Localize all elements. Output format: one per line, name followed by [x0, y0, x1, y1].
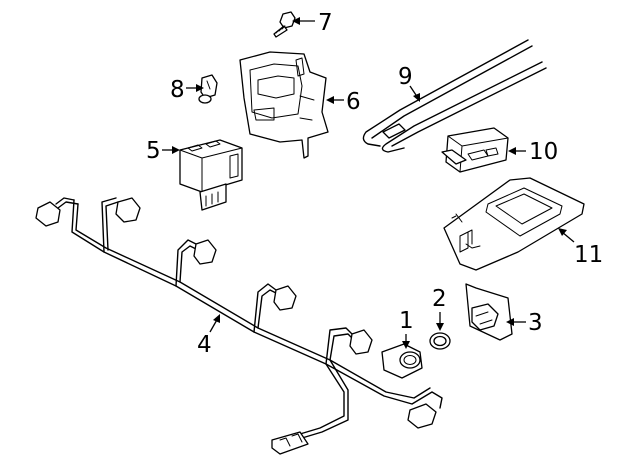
part-2-ring[interactable]	[429, 332, 451, 350]
part-6-bracket[interactable]	[239, 51, 329, 159]
part-1-sensor[interactable]	[381, 343, 423, 379]
part-11-tray[interactable]	[443, 177, 585, 271]
part-8-clip[interactable]	[198, 74, 218, 104]
callout-2: 2	[432, 286, 447, 312]
part-10-switch[interactable]	[441, 127, 509, 173]
callout-1: 1	[399, 308, 414, 334]
callout-3: 3	[528, 310, 543, 336]
part-3-holder[interactable]	[465, 283, 513, 341]
callout-9: 9	[398, 64, 413, 90]
part-5-module[interactable]	[179, 139, 243, 211]
callout-7: 7	[318, 10, 333, 36]
callout-labels: 7 8 6 5 9 10 11 4 1 2 3	[146, 10, 603, 358]
callout-10: 10	[529, 139, 558, 165]
callout-6: 6	[346, 89, 361, 115]
callout-11: 11	[574, 242, 603, 268]
leader-lines	[162, 17, 575, 349]
part-4-harness[interactable]	[35, 197, 443, 455]
part-9-cable[interactable]	[362, 39, 547, 153]
callout-4: 4	[197, 332, 212, 358]
callout-5: 5	[146, 138, 161, 164]
part-7-bolt[interactable]	[273, 11, 296, 38]
callout-8: 8	[170, 77, 185, 103]
